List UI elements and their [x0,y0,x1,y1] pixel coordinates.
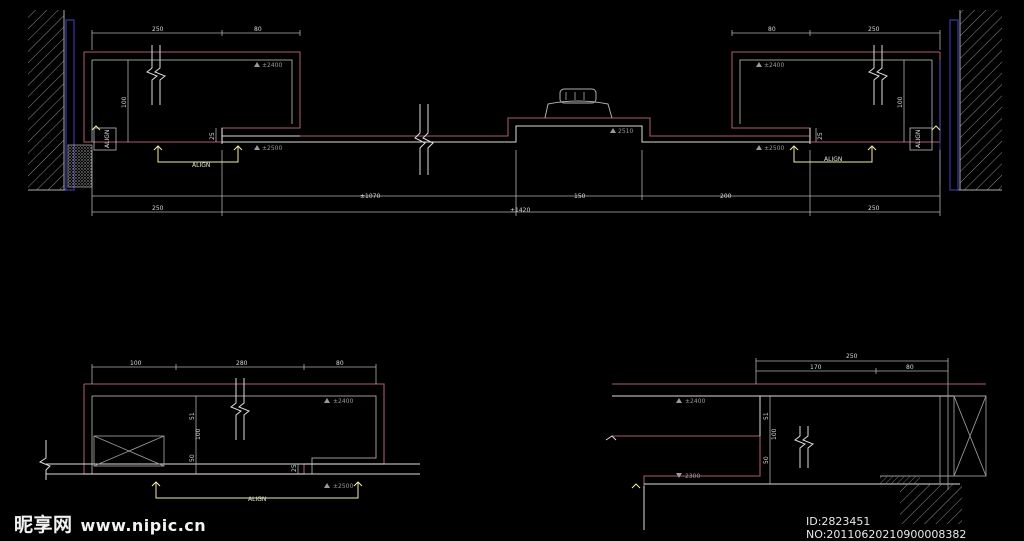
right-wall-hatch [960,10,1002,190]
center-recess [300,117,810,137]
bl-dim-small: 25 [291,464,298,472]
dim-row2-2: ±1420 [510,207,530,214]
bl-duct-box [93,435,165,467]
dim-row1-1: ±1070 [360,193,380,200]
center-break-line [414,104,434,175]
br-dim-v2: 100 [771,428,778,440]
dim-row1-2: 150 [574,193,586,200]
bottom-left-section: 100 280 80 51 100 50 25 ±2400 ±2500 ALIG… [38,360,420,503]
watermark-brand: 昵享网 [14,514,73,536]
bl-level-upper: ±2400 [333,398,353,405]
dim-top-left-1: 250 [152,26,164,33]
br-dim-top-2: 80 [906,364,914,371]
align-label-left-vert: ALIGN [104,130,111,148]
bl-dim-v3: 50 [189,454,196,462]
bl-level-lower: ±2500 [333,483,353,490]
br-dim-total: 250 [846,353,858,360]
level-upper-left: ±2400 [262,62,282,69]
watermark-url: www.nipic.cn [80,516,207,535]
dim-top-left-2: 80 [254,26,262,33]
dim-top-right-2: 250 [868,26,880,33]
align-label-left: ALIGN [192,162,210,169]
image-id: ID:2823451 NO:20110620210900008382 [806,515,967,541]
top-section: 250 80 80 250 100 100 25 25 ±2400 ±2400 … [28,10,1002,216]
lamp-fixture [544,88,613,119]
align-label-right: ALIGN [824,156,842,163]
br-dim-top-1: 170 [810,364,822,371]
bl-dim-v2: 100 [195,428,202,440]
dim-vert-left: 100 [121,96,128,108]
level-lower-right: ±2500 [764,145,784,152]
level-lower-left: ±2500 [262,145,282,152]
br-dim-v1: 51 [763,412,770,420]
level-center: 2510 [618,128,633,135]
dim-vert-right: 100 [897,96,904,108]
left-column-fill [67,144,93,188]
bl-dim-top-2: 280 [236,360,248,367]
br-column [939,384,987,490]
bl-dim-top-3: 80 [336,360,344,367]
bl-align-arrow [151,481,363,499]
bottom-right-section: 250 170 80 51 100 50 ±2400 2300 [605,353,987,530]
br-level-lower: 2300 [685,473,700,480]
dim-small-left: 25 [209,132,216,140]
bl-align-label: ALIGN [248,496,266,503]
bl-dim-v1: 51 [189,412,196,420]
dim-row2-3: 250 [868,205,880,212]
dim-small-right: 25 [817,132,824,140]
align-arrows [91,125,941,163]
bl-dim-top-1: 100 [130,360,142,367]
br-dim-v3: 50 [763,456,770,464]
align-label-right-vert: ALIGN [915,130,922,148]
br-level-upper: ±2400 [685,398,705,405]
dim-row1-3: 200 [720,193,732,200]
br-floor-hatch [900,484,962,524]
level-upper-right: ±2400 [764,62,784,69]
dim-row2-1: 250 [152,205,164,212]
left-wall-hatch [28,10,64,190]
dim-top-right-1: 80 [768,26,776,33]
watermark: 昵享网 www.nipic.cn [14,510,206,537]
